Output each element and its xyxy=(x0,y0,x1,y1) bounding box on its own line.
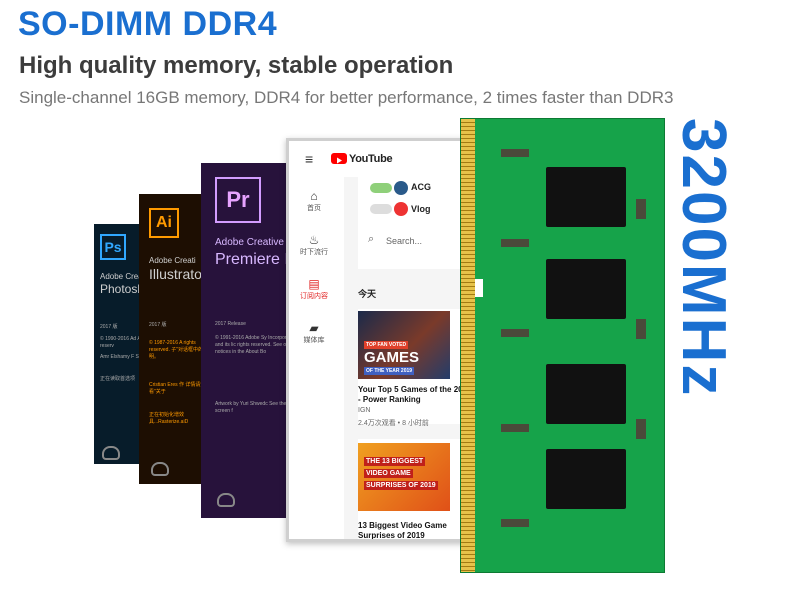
library-icon: ▰ xyxy=(309,321,319,335)
search-icon[interactable]: ⌕ xyxy=(368,233,375,245)
pcb-component xyxy=(501,424,529,432)
memory-chip xyxy=(546,364,626,424)
home-icon: ⌂ xyxy=(310,189,318,203)
page-description: Single-channel 16GB memory, DDR4 for bet… xyxy=(19,88,674,107)
youtube-main: ACG Vlog ⌕ Search... 今天 TOP FAN VOTED GA… xyxy=(344,177,473,540)
video-title[interactable]: 13 Biggest Video Game Surprises of 2019 xyxy=(358,521,447,540)
premiere-copyright: © 1991-2016 Adobe Sy Incorporated and it… xyxy=(215,335,297,355)
pcb-component xyxy=(501,149,529,157)
pcb-component xyxy=(501,519,529,527)
page-subtitle: High quality memory, stable operation xyxy=(19,52,454,79)
key-notch xyxy=(475,279,483,297)
creative-cloud-icon xyxy=(151,462,169,476)
photoshop-credits: Amr Elshamy F Ste xyxy=(100,354,144,360)
page-title: SO-DIMM DDR4 xyxy=(18,5,278,43)
pcb-component xyxy=(636,199,646,219)
pcb-component xyxy=(501,239,529,247)
channel-name[interactable]: IGN xyxy=(358,407,371,414)
youtube-topbar: ≡ YouTube xyxy=(289,141,473,177)
filter-panel: ACG Vlog ⌕ Search... xyxy=(358,177,473,269)
photoshop-copyright: © 1990-2016 Ad All rights reserv xyxy=(100,336,157,349)
sidebar-item-trending[interactable]: ♨时下流行 xyxy=(289,233,339,257)
sidebar-item-home[interactable]: ⌂首页 xyxy=(289,189,339,213)
premiere-credits: Artwork by Yuri Shwedc See the About scr… xyxy=(215,401,301,414)
illustrator-caption: Adobe Creati xyxy=(149,256,196,265)
illustrator-product-name: Illustrato xyxy=(149,266,202,282)
section-title: 今天 xyxy=(358,289,377,299)
photoshop-status: 正在读取首选项 xyxy=(100,376,136,382)
acg-label: ACG xyxy=(411,182,431,192)
vlog-avatar xyxy=(394,202,408,216)
illustrator-credits: Cristian Eres 作 详情请查看"关于 xyxy=(149,382,206,395)
pcb-component xyxy=(636,419,646,439)
video-card[interactable]: TOP FAN VOTED GAMES OF THE YEAR 2019 You… xyxy=(358,309,473,427)
sidebar-item-library[interactable]: ▰媒体库 xyxy=(289,321,339,345)
ram-module xyxy=(460,118,665,573)
video-thumbnail[interactable]: TOP FAN VOTED GAMES OF THE YEAR 2019 xyxy=(358,311,450,379)
subscriptions-icon: ▤ xyxy=(308,277,320,291)
sidebar-item-subscriptions[interactable]: ▤订阅内容 xyxy=(289,277,339,301)
photoshop-product-name: Photosh xyxy=(100,282,145,296)
menu-icon[interactable]: ≡ xyxy=(305,151,314,167)
pcb-component xyxy=(501,329,529,337)
gold-contacts xyxy=(461,119,475,572)
youtube-brand[interactable]: YouTube xyxy=(349,153,393,165)
video-title[interactable]: Your Top 5 Games of the 2019 - Power Ran… xyxy=(358,385,472,404)
illustrator-logo: Ai xyxy=(149,208,179,238)
creative-cloud-icon xyxy=(102,446,120,460)
youtube-logo-icon xyxy=(331,153,347,164)
video-card[interactable]: THE 13 BIGGEST VIDEO GAME SURPRISES OF 2… xyxy=(358,439,473,540)
pcb-component xyxy=(636,319,646,339)
illustrator-status: 正在初始化增效 具...Rasterize.aiD xyxy=(149,412,189,425)
video-thumbnail[interactable]: THE 13 BIGGEST VIDEO GAME SURPRISES OF 2… xyxy=(358,443,450,511)
premiere-product-name: Premiere I xyxy=(215,251,289,268)
illustrator-version: 2017 版 xyxy=(149,322,167,328)
youtube-window: ≡ YouTube ⌂首页 ♨时下流行 ▤订阅内容 ▰媒体库 ACG Vlog … xyxy=(286,138,476,542)
memory-chip xyxy=(546,259,626,319)
memory-chip xyxy=(546,167,626,227)
photoshop-caption: Adobe Creati xyxy=(100,272,147,281)
photoshop-version: 2017 版 xyxy=(100,324,118,330)
illustrator-copyright: © 1987-2016 A rights reserved. 子"对话框中的专 … xyxy=(149,340,215,360)
photoshop-logo: Ps xyxy=(100,234,126,260)
vlog-toggle[interactable] xyxy=(370,204,392,214)
acg-toggle[interactable] xyxy=(370,183,392,193)
creative-cloud-icon xyxy=(217,493,235,507)
trending-icon: ♨ xyxy=(308,233,320,247)
search-input[interactable]: Search... xyxy=(386,236,423,246)
frequency-label: 3200MHz xyxy=(669,118,738,398)
acg-avatar xyxy=(394,181,408,195)
premiere-release: 2017 Release xyxy=(215,321,246,327)
premiere-caption: Adobe Creative xyxy=(215,237,284,248)
vlog-label: Vlog xyxy=(411,204,431,214)
youtube-sidebar: ⌂首页 ♨时下流行 ▤订阅内容 ▰媒体库 xyxy=(289,177,339,539)
premiere-logo: Pr xyxy=(215,177,261,223)
video-meta: 2.4万次观看 • 8 小时前 xyxy=(358,420,429,427)
memory-chip xyxy=(546,449,626,509)
